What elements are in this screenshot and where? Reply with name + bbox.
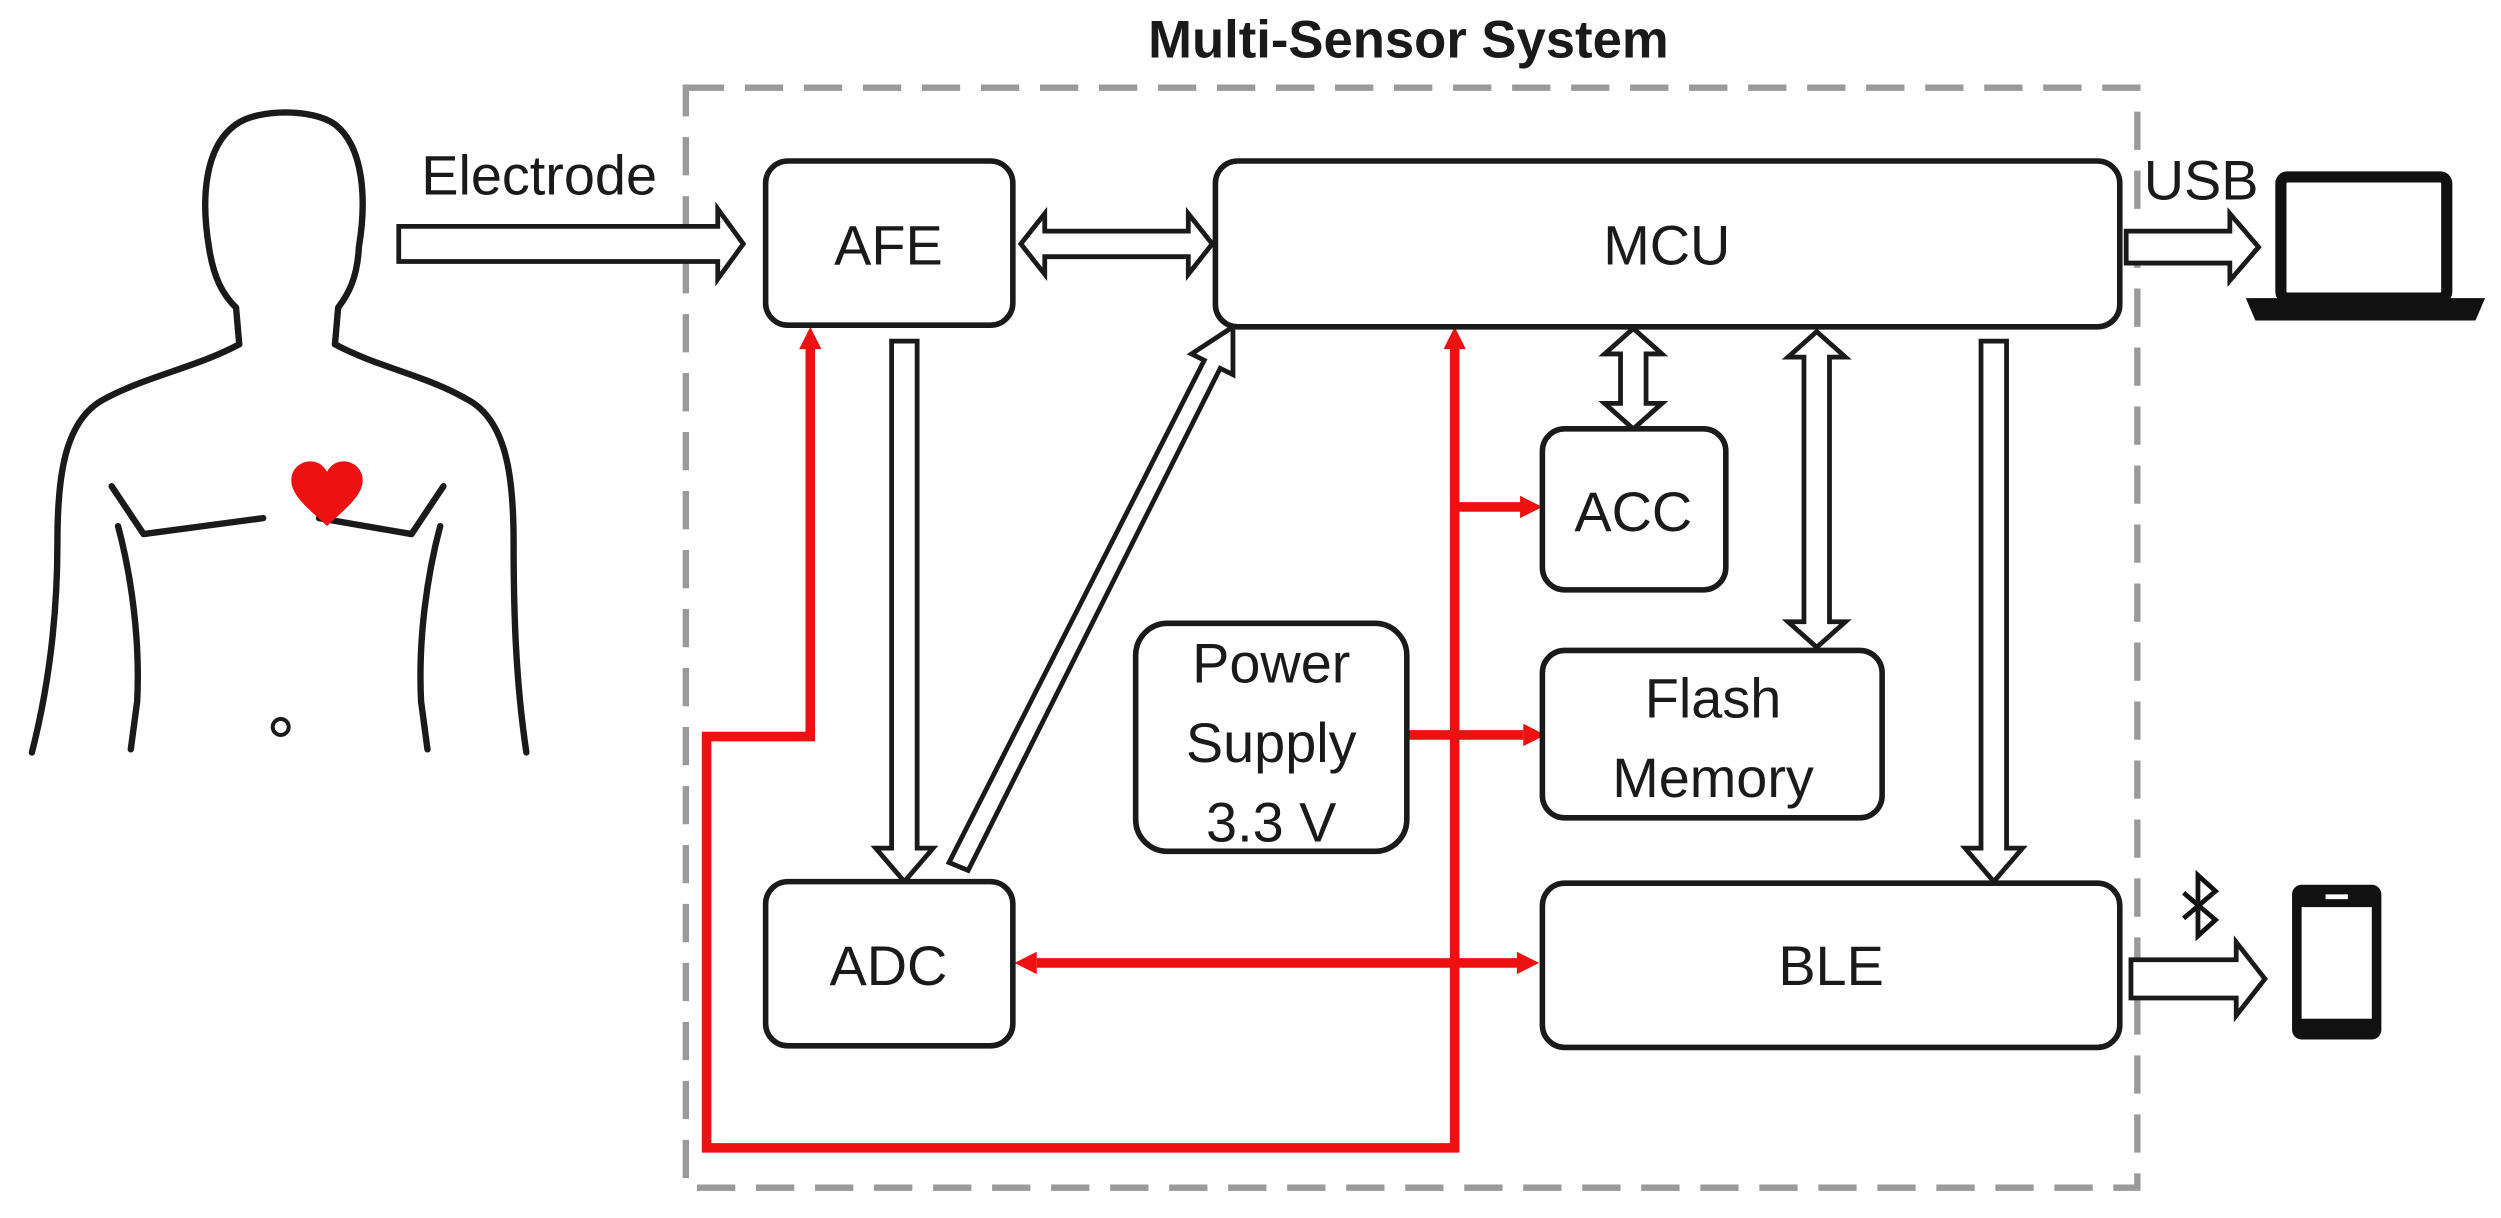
afe-adc-arrow	[870, 338, 939, 886]
acc-label: ACC	[1574, 480, 1692, 543]
acc-block: ACC	[1539, 426, 1729, 593]
mcu-block: MCU	[1212, 158, 2123, 330]
ble-out-arrow	[2128, 935, 2268, 1023]
flash-label-line2: Memory	[1612, 746, 1814, 809]
laptop-icon	[2245, 171, 2486, 321]
electrode-label: Electrode	[421, 144, 657, 207]
diagram-title: Multi-Sensor System	[1148, 10, 1669, 69]
bluetooth-icon	[2182, 869, 2220, 942]
flash-memory-block: Flash Memory	[1539, 647, 1885, 821]
power-lines	[701, 326, 1546, 1153]
ble-block: BLE	[1539, 880, 2123, 1051]
usb-arrow	[2123, 207, 2262, 288]
power-label-line2: Supply	[1186, 711, 1357, 774]
power-supply-block: Power Supply 3.3 V	[1132, 620, 1410, 855]
power-label-line3: 3.3 V	[1206, 791, 1336, 854]
ble-label: BLE	[1778, 934, 1883, 997]
system-boundary	[682, 84, 2141, 1191]
adc-mcu-arrow	[945, 322, 1236, 874]
afe-label: AFE	[834, 214, 943, 277]
usb-label: USB	[2144, 148, 2259, 211]
flash-label-line1: Flash	[1645, 666, 1781, 729]
electrode-arrow	[396, 201, 747, 287]
mcu-label: MCU	[1603, 214, 1730, 277]
mcu-flash-arrow	[1781, 328, 1852, 651]
adc-block: ADC	[762, 878, 1016, 1049]
afe-mcu-arrow	[1017, 206, 1216, 282]
heart-icon	[291, 461, 363, 527]
adc-label: ADC	[830, 934, 948, 997]
mcu-acc-arrow	[1598, 325, 1669, 433]
afe-block: AFE	[762, 158, 1016, 329]
power-label-line1: Power	[1192, 631, 1350, 694]
mcu-ble-arrow	[1959, 338, 2028, 886]
human-body-icon	[28, 109, 530, 756]
smartphone-icon	[2292, 884, 2382, 1040]
